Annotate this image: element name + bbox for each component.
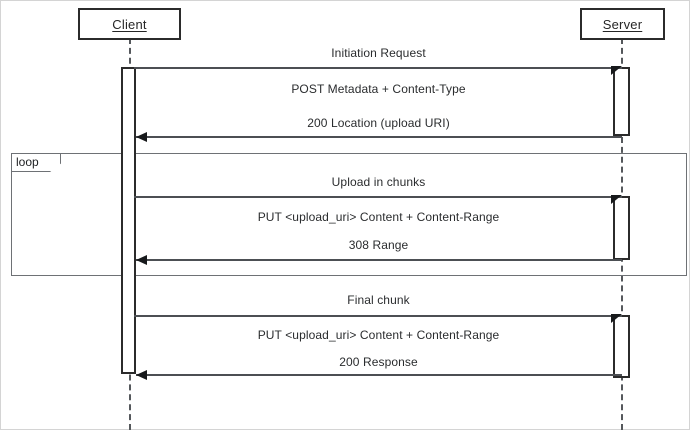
msg-label-200-response: 200 Response [339,355,418,369]
arrowhead-post-metadata [611,66,622,75]
caption-final-chunk: Final chunk [347,293,410,307]
msg-line-put-chunk [134,196,622,198]
msg-label-post-metadata: POST Metadata + Content-Type [291,82,466,96]
arrowhead-200-response [136,370,147,380]
msg-label-put-final-chunk: PUT <upload_uri> Content + Content-Range [257,328,500,342]
loop-fragment-label: loop [16,155,39,169]
caption-initiation: Initiation Request [331,46,426,60]
msg-line-200-response [136,374,622,376]
msg-line-put-final-chunk [134,315,622,317]
participant-server[interactable]: Server [580,8,665,40]
msg-line-308-range [136,259,622,261]
msg-line-post-metadata [134,67,622,69]
msg-label-put-chunk: PUT <upload_uri> Content + Content-Range [257,210,500,224]
participant-client[interactable]: Client [78,8,181,40]
caption-upload-in-chunks: Upload in chunks [331,175,426,189]
arrowhead-put-final-chunk [611,314,622,323]
msg-label-308-range: 308 Range [348,238,409,252]
arrowhead-put-chunk [611,195,622,204]
msg-label-200-location: 200 Location (upload URI) [307,116,450,130]
arrowhead-200-location [136,132,147,142]
msg-line-200-location [136,136,622,138]
loop-fragment[interactable] [11,153,687,276]
participant-client-label: Client [112,16,147,32]
arrowhead-308-range [136,255,147,265]
participant-server-label: Server [602,16,643,32]
loop-fragment-tab: loop [11,153,61,172]
activation-client [121,67,136,374]
